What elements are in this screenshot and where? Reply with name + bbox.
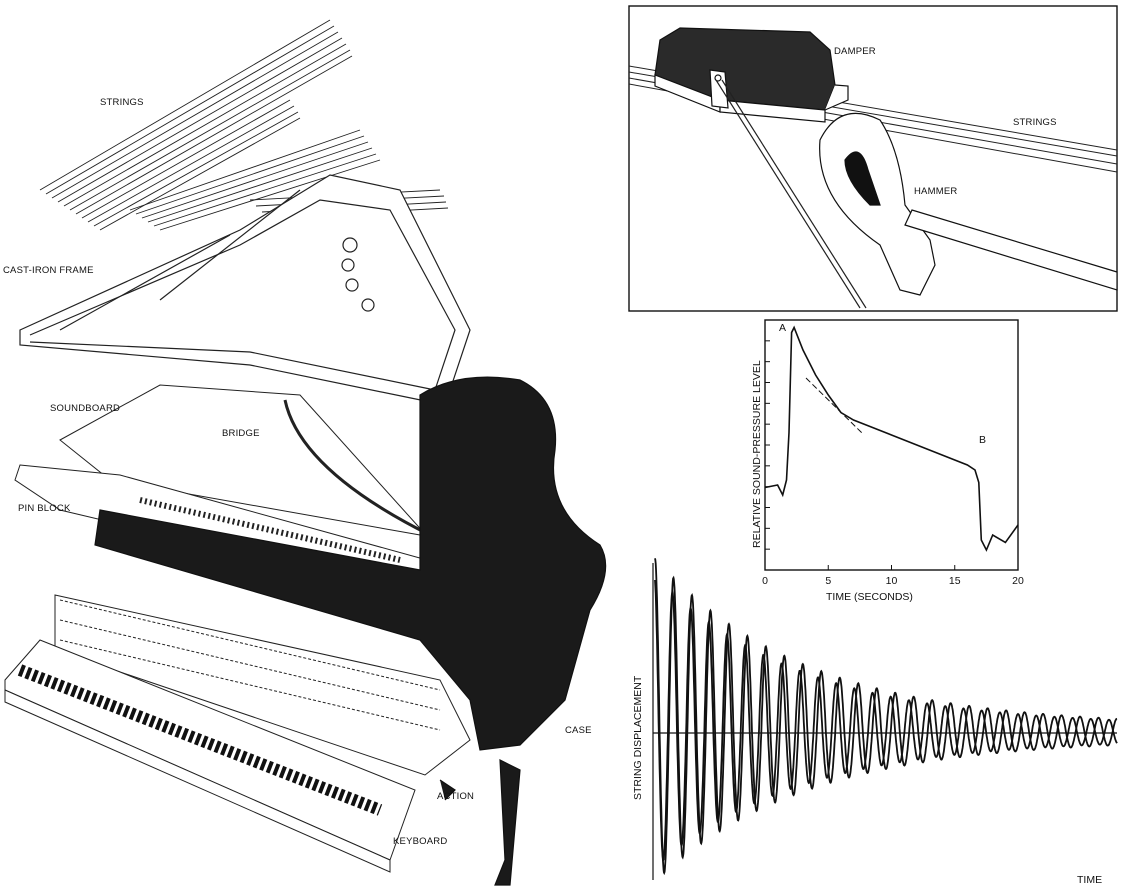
soundboard-label: SOUNDBOARD	[50, 403, 121, 414]
disp-series-line-1	[654, 558, 1118, 876]
case-drawing	[94, 376, 607, 886]
action-drawing	[54, 594, 471, 776]
disp-series-line-2	[654, 579, 1118, 863]
hammer-head	[819, 112, 1118, 296]
damper-label: DAMPER	[834, 46, 876, 57]
spl-point-b-label: B	[979, 434, 987, 446]
damper-wire	[715, 79, 867, 309]
disp-x-axis-label: TIME	[1077, 874, 1103, 886]
spl-x-axis-label: TIME (SECONDS)	[826, 591, 913, 603]
spl-x-tick-label: 15	[948, 575, 961, 587]
spl-early-decay-extension	[805, 377, 863, 434]
spl-point-a-label: A	[779, 322, 787, 334]
spl-x-ticks	[764, 565, 1019, 570]
keyboard-label: KEYBOARD	[393, 836, 448, 847]
spl-x-tick-label: 5	[825, 575, 832, 587]
disp-y-axis-label: STRING DISPLACEMENT	[632, 675, 644, 800]
pin-block-label: PIN BLOCK	[18, 503, 71, 514]
piano-exploded-diagram	[4, 19, 607, 886]
damper-block	[654, 27, 849, 123]
cast-iron-frame-label: CAST-IRON FRAME	[3, 265, 94, 276]
cast-iron-frame-drawing	[19, 174, 471, 406]
bridge-label: BRIDGE	[222, 428, 260, 439]
spl-x-tick-label: 20	[1012, 575, 1024, 587]
spl-y-axis-label: RELATIVE SOUND-PRESSURE LEVEL	[751, 360, 763, 548]
mechanism-strings-label: STRINGS	[1013, 117, 1057, 128]
hammer-label: HAMMER	[914, 186, 958, 197]
case-label: CASE	[565, 725, 592, 736]
action-label: ACTION	[437, 791, 475, 802]
strings-label: STRINGS	[100, 97, 144, 108]
spl-y-ticks	[765, 340, 770, 550]
spl-x-tick-label: 0	[762, 575, 768, 587]
keyboard-drawing	[4, 639, 416, 873]
spl-x-tick-label: 10	[885, 575, 898, 587]
